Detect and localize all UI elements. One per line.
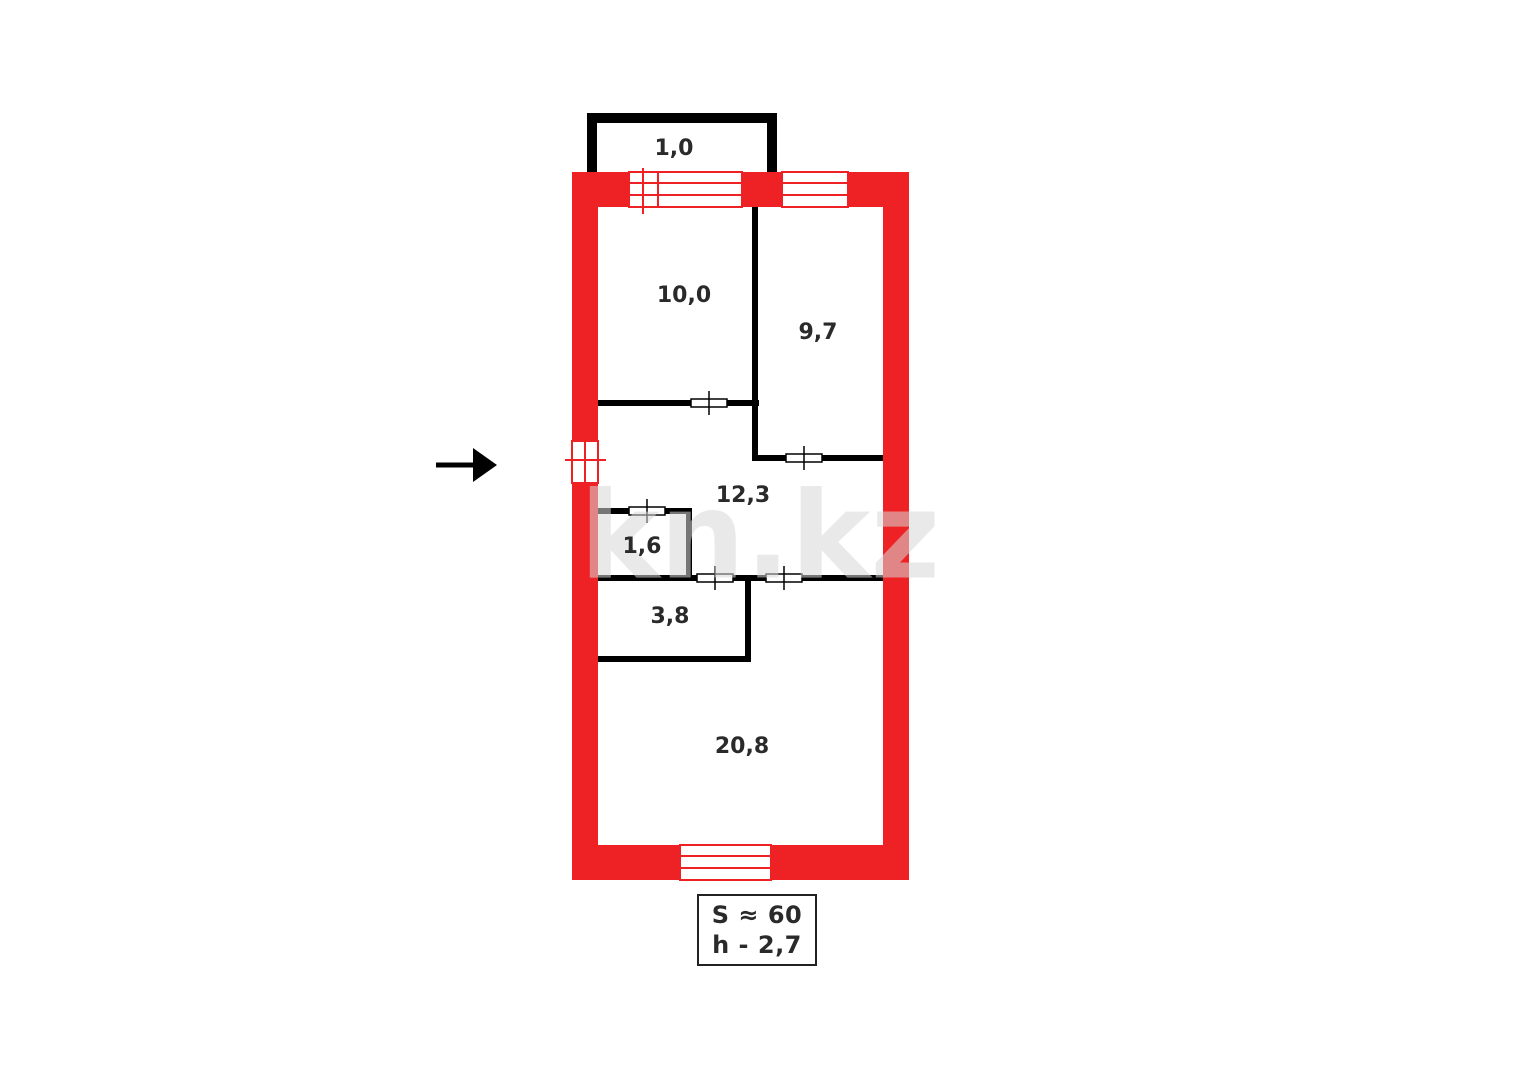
exterior-wall-left [572, 172, 598, 880]
door-room-top-left [690, 391, 728, 415]
total-area: S ≈ 60 [711, 901, 803, 929]
area-summary-box: S ≈ 60 h - 2,7 [697, 894, 817, 966]
door-toilet [696, 566, 734, 590]
room-label-balcony: 1,0 [655, 136, 694, 161]
room-label-top-left: 10,0 [657, 283, 711, 308]
window-top-left [628, 168, 743, 214]
room-label-living-room: 20,8 [715, 734, 769, 759]
ceiling-height: h - 2,7 [712, 931, 802, 959]
door-room-top-right [785, 446, 823, 470]
room-label-hall: 12,3 [716, 483, 770, 508]
window-top-right [781, 171, 849, 208]
interior-doors [628, 391, 823, 590]
entrance-door [565, 440, 606, 484]
room-label-bathroom: 1,6 [623, 534, 662, 559]
room-label-toilet: 3,8 [651, 604, 690, 629]
arrow-right-icon [436, 448, 497, 482]
room-label-top-right: 9,7 [799, 320, 838, 345]
exterior-wall-right [883, 172, 909, 880]
windows [565, 168, 849, 881]
wall-toilet [598, 578, 751, 662]
door-bathroom [628, 499, 666, 523]
window-bottom [679, 844, 772, 881]
door-living-room [765, 566, 803, 590]
watermark: kn.kz [580, 468, 940, 607]
